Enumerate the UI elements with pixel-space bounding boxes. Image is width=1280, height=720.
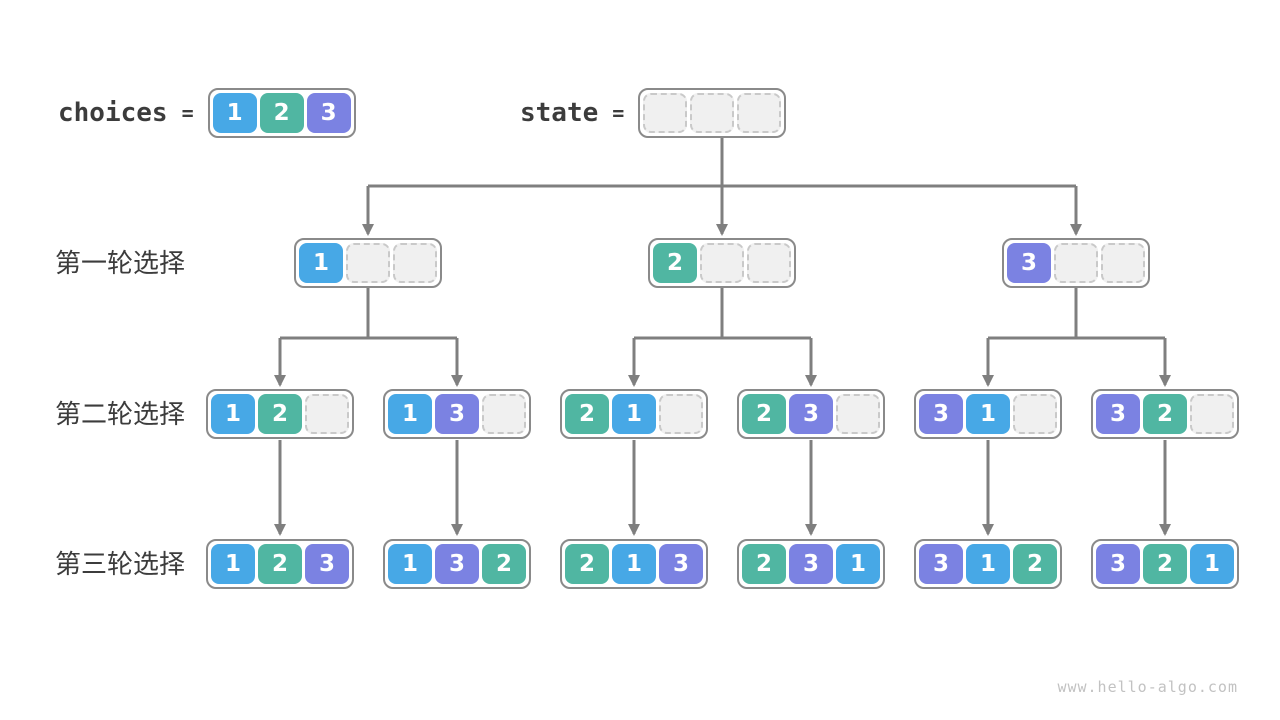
cell-value-3: 3 — [435, 544, 479, 584]
cell-value-2: 2 — [1013, 544, 1057, 584]
cell-value-3: 3 — [919, 394, 963, 434]
cell-value-3: 3 — [435, 394, 479, 434]
cell-empty — [747, 243, 791, 283]
cell-value-2: 2 — [259, 93, 304, 133]
cell-value-1: 1 — [388, 394, 432, 434]
cell-empty — [482, 394, 526, 434]
cell-empty — [836, 394, 880, 434]
cell-value-3: 3 — [1096, 544, 1140, 584]
cell-value-3: 3 — [1007, 243, 1051, 283]
cell-value-1: 1 — [211, 544, 255, 584]
cell-value-3: 3 — [1096, 394, 1140, 434]
cell-value-1: 1 — [612, 544, 656, 584]
cell-value-3: 3 — [919, 544, 963, 584]
cell-empty — [1013, 394, 1057, 434]
cell-empty — [737, 93, 782, 133]
state-label: state — [520, 98, 599, 128]
cell-value-1: 1 — [388, 544, 432, 584]
state-group: state = — [520, 88, 787, 138]
cell-value-2: 2 — [258, 394, 302, 434]
cell-value-3: 3 — [305, 544, 349, 584]
state-node-r1-3: 3 — [1002, 238, 1150, 288]
state-node-r1-1: 1 — [294, 238, 442, 288]
cell-empty — [1054, 243, 1098, 283]
row-label-round-3: 第三轮选择 — [55, 549, 186, 579]
row-label-round-2: 第二轮选择 — [55, 399, 186, 429]
choices-label: choices — [58, 98, 168, 128]
watermark: www.hello-algo.com — [1057, 678, 1238, 696]
cell-empty — [659, 394, 703, 434]
cell-value-2: 2 — [565, 544, 609, 584]
cell-value-3: 3 — [789, 394, 833, 434]
state-node-r1-2: 2 — [648, 238, 796, 288]
cell-value-2: 2 — [565, 394, 609, 434]
cell-empty — [700, 243, 744, 283]
cell-empty — [690, 93, 735, 133]
cell-value-2: 2 — [742, 394, 786, 434]
cell-value-3: 3 — [306, 93, 351, 133]
row-label-round-1: 第一轮选择 — [55, 248, 186, 278]
cell-value-1: 1 — [966, 544, 1010, 584]
choices-equals-sign: = — [181, 101, 194, 125]
cell-value-3: 3 — [789, 544, 833, 584]
cell-value-1: 1 — [612, 394, 656, 434]
cell-value-2: 2 — [482, 544, 526, 584]
cell-value-3: 3 — [659, 544, 703, 584]
cell-value-1: 1 — [211, 394, 255, 434]
cell-empty — [1190, 394, 1234, 434]
cell-empty — [346, 243, 390, 283]
cell-empty — [393, 243, 437, 283]
cell-empty — [305, 394, 349, 434]
state-array-box — [638, 88, 787, 138]
cell-empty — [643, 93, 688, 133]
cell-value-2: 2 — [1143, 394, 1187, 434]
cell-value-1: 1 — [1190, 544, 1234, 584]
cell-value-2: 2 — [742, 544, 786, 584]
cell-value-1: 1 — [966, 394, 1010, 434]
cell-value-2: 2 — [1143, 544, 1187, 584]
cell-value-1: 1 — [212, 93, 257, 133]
cell-value-1: 1 — [299, 243, 343, 283]
cell-empty — [1101, 243, 1145, 283]
cell-value-1: 1 — [836, 544, 880, 584]
cell-value-2: 2 — [653, 243, 697, 283]
state-equals-sign: = — [612, 101, 625, 125]
cell-value-2: 2 — [258, 544, 302, 584]
